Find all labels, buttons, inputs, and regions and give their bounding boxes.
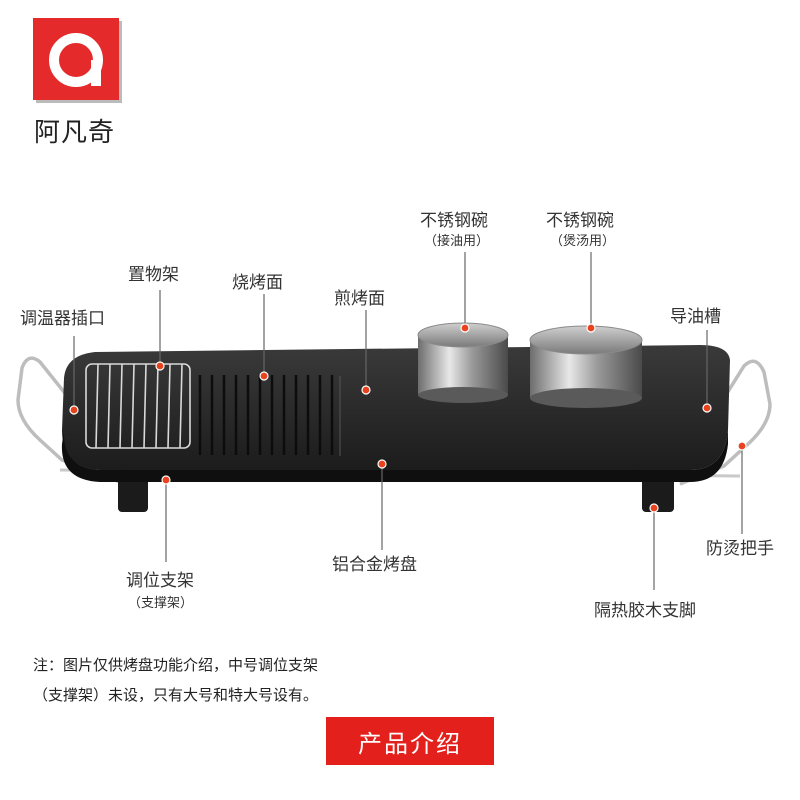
brand-name: 阿凡奇 <box>34 118 116 148</box>
leader-lines <box>73 252 743 590</box>
note-line-2: （支撑架）未设，只有大号和特大号设有。 <box>33 686 319 704</box>
brand-logo-mark-icon <box>49 33 103 87</box>
steel-bowl-left <box>417 322 509 403</box>
note-line-1: 注：图片仅供烤盘功能介绍，中号调位支架 <box>33 656 319 674</box>
label-fry-surface: 煎烤面 <box>334 289 385 309</box>
right-foot <box>642 478 674 512</box>
label-oil-groove: 导油槽 <box>670 307 721 327</box>
label-handle: 防烫把手 <box>706 539 774 559</box>
steel-bowl-right <box>529 325 643 408</box>
label-bowl-right-sub: （煲汤用） <box>550 234 616 249</box>
left-foot <box>118 478 148 512</box>
right-handle <box>679 359 772 486</box>
label-bowl-left: 不锈钢碗 <box>420 211 488 231</box>
callout-dots <box>69 323 747 513</box>
label-thermostat-port: 调温器插口 <box>20 309 105 329</box>
label-adjust-stand-sub: （支撑架） <box>128 596 194 611</box>
label-bowl-right: 不锈钢碗 <box>546 211 614 231</box>
brand-logo <box>33 18 119 100</box>
left-handle <box>16 356 121 484</box>
product-intro-badge: 产品介绍 <box>326 717 494 765</box>
label-insulated-feet: 隔热胶木支脚 <box>594 601 696 621</box>
wire-rack <box>85 363 191 449</box>
label-adjust-stand: 调位支架 <box>126 571 194 591</box>
label-aluminum-plate: 铝合金烤盘 <box>332 555 417 575</box>
label-rack: 置物架 <box>128 265 179 285</box>
grill-ribs <box>198 375 334 455</box>
label-bowl-left-sub: （接油用） <box>424 234 490 249</box>
label-grill-surface: 烧烤面 <box>232 273 283 293</box>
